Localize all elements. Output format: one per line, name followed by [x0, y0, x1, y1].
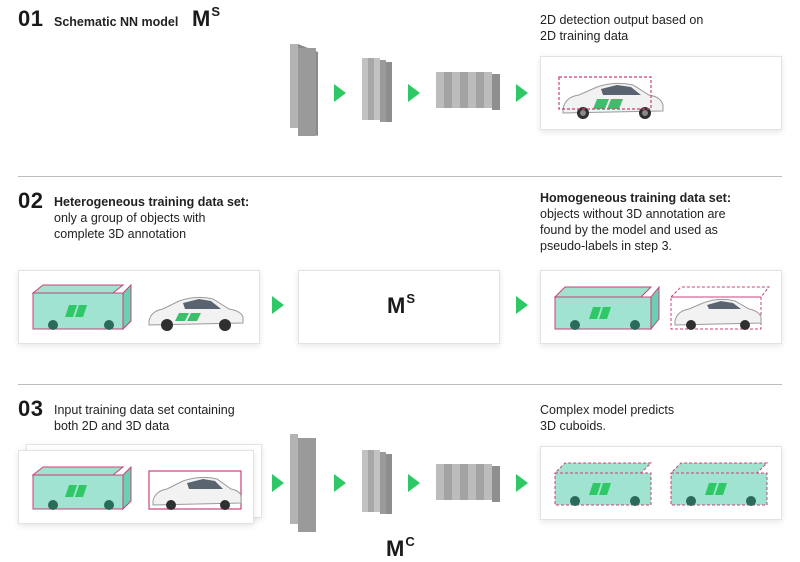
- nn-layer-block-large: [290, 434, 316, 532]
- nn-layer-block-large: [290, 44, 318, 136]
- section3-right-line2: 3D cuboids.: [540, 419, 607, 433]
- green-arrow-icon: [408, 84, 420, 102]
- bbox-2d-icon: [148, 470, 242, 510]
- pseudo-label-cuboid-icon: [669, 286, 771, 330]
- section2-left-title: Heterogeneous training data set:: [54, 195, 250, 209]
- nn-layer-block-medium: [362, 58, 392, 122]
- model-label-mc: MC: [386, 534, 415, 561]
- output-card-2d: [540, 56, 782, 130]
- model-label-ms-1: MS: [192, 4, 220, 31]
- green-arrow-icon: [516, 474, 528, 492]
- car-illustration-icon: [553, 285, 771, 331]
- green-arrow-icon: [516, 84, 528, 102]
- cuboid-3d-icon: [31, 283, 132, 331]
- car-illustration-icon: [31, 465, 242, 511]
- section2-right-title: Homogeneous training data set:: [540, 191, 731, 205]
- section2-right-line3: pseudo-labels in step 3.: [540, 239, 673, 253]
- section2-arrows: [272, 296, 528, 314]
- model-label-ms-2: MS: [387, 291, 415, 318]
- green-arrow-icon: [272, 474, 284, 492]
- section2-right-line2: found by the model and used as: [540, 223, 718, 237]
- car-unlabeled-icon: [148, 296, 244, 331]
- bbox-2d-icon: [558, 76, 652, 110]
- section1-title: Schematic NN model: [54, 15, 179, 29]
- predicted-cuboid-icon: [553, 462, 653, 506]
- section2-right-line1: objects without 3D annotation are: [540, 207, 726, 221]
- green-arrow-icon: [272, 296, 284, 314]
- green-arrow-icon: [408, 474, 420, 492]
- prediction-card-3d: [540, 446, 782, 520]
- homogeneous-data-card: [540, 270, 782, 344]
- section1-output-line1: 2D detection output based on: [540, 13, 704, 27]
- section3-left-line2: both 2D and 3D data: [54, 419, 170, 433]
- car-illustration-icon: [558, 76, 664, 119]
- section2-left-line1: only a group of objects with: [54, 211, 206, 225]
- section3-right-line1: Complex model predicts: [540, 403, 675, 417]
- nn-layers-1: [290, 44, 528, 136]
- heterogeneous-data-card: [18, 270, 260, 344]
- step-number-03: 03: [18, 396, 44, 421]
- cuboid-3d-icon: [553, 285, 660, 331]
- step-number-02: 02: [18, 188, 44, 213]
- car-illustration-icon: [31, 283, 244, 331]
- input-data-card: [18, 450, 254, 524]
- cuboid-3d-icon: [31, 465, 132, 511]
- nn-layer-block-medium: [362, 450, 392, 514]
- model-ms-card: MS: [298, 270, 500, 344]
- section2-left-line2: complete 3D annotation: [54, 227, 187, 241]
- section3-left-line1: Input training data set containing: [54, 403, 235, 417]
- section1-output-line2: 2D training data: [540, 29, 629, 43]
- section-divider-2: [18, 384, 782, 385]
- green-arrow-icon: [334, 474, 346, 492]
- nn-layer-block-small: [436, 72, 500, 110]
- car-illustration-icon: [553, 462, 769, 506]
- green-arrow-icon: [334, 84, 346, 102]
- green-arrow-icon: [516, 296, 528, 314]
- step-number-01: 01: [18, 6, 44, 31]
- predicted-cuboid-icon: [669, 462, 769, 506]
- section-divider-1: [18, 176, 782, 177]
- nn-layer-block-small: [436, 464, 500, 502]
